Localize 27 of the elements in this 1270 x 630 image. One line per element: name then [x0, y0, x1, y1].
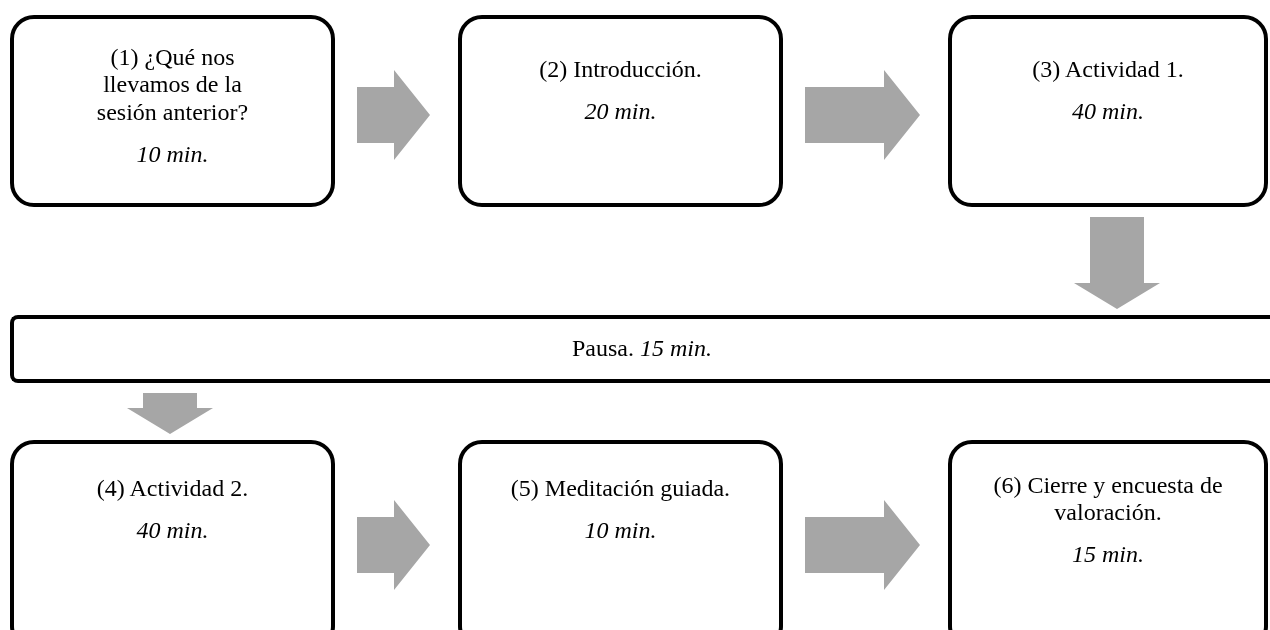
duration-text: 10 min.: [584, 517, 657, 545]
step-box: [10, 440, 335, 630]
duration-text: 40 min.: [1072, 98, 1144, 126]
duration-text: 10 min.: [136, 140, 209, 169]
block-arrow: [357, 70, 430, 160]
step-text: (6) Cierre y encuesta de valoración.: [992, 471, 1224, 527]
break-band: [10, 315, 1270, 383]
duration-text: 15 min.: [1072, 540, 1144, 569]
duration-text: 20 min.: [584, 98, 657, 126]
step-text: (4) Actividad 2.: [96, 475, 249, 503]
block-arrow: [357, 500, 430, 590]
step-text: (1) ¿Qué nos llevamos de la sesión anterior?: [95, 43, 250, 127]
block-arrow: [805, 500, 920, 590]
block-arrow: [127, 393, 213, 434]
duration-text: 40 min.: [136, 517, 209, 545]
step-box: [948, 440, 1268, 630]
duration-text: 15 min.: [640, 335, 712, 363]
step-box: [458, 440, 783, 630]
step-box: [458, 15, 783, 207]
block-arrow: [805, 70, 920, 160]
step-text: (5) Meditación guiada.: [510, 475, 731, 503]
block-arrow: [1074, 217, 1160, 309]
step-box: [10, 15, 335, 207]
step-text: Pausa.: [572, 335, 634, 363]
step-box: [948, 15, 1268, 207]
step-text: (3) Actividad 1.: [1032, 56, 1184, 84]
step-text: (2) Introducción.: [539, 56, 702, 84]
